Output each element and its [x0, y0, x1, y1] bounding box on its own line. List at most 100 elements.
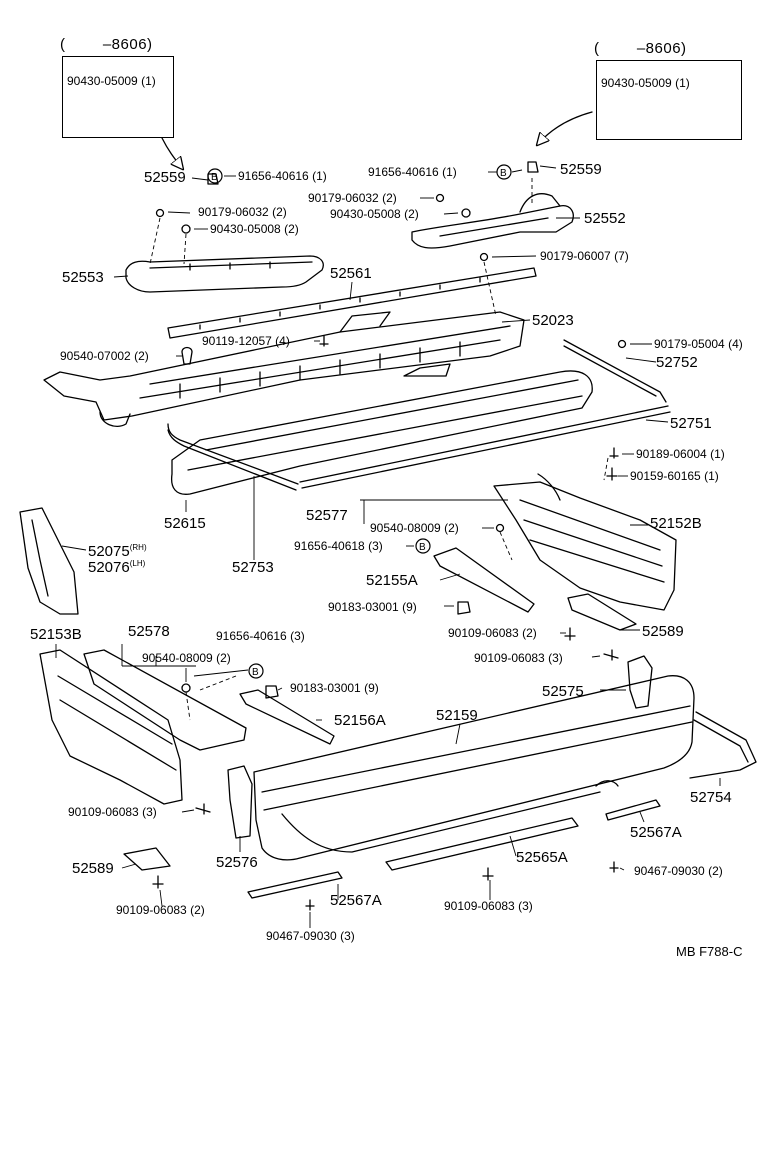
clip-icon-90183-b [265, 685, 279, 699]
label-52754: 52754 [690, 789, 732, 806]
label-90179-06032-right: 90179-06032 (2) [308, 191, 397, 205]
label-52575: 52575 [542, 683, 584, 700]
label-52567A-left: 52567A [330, 892, 382, 909]
label-52153B: 52153B [30, 626, 82, 643]
label-90183-03001-a: 90183-03001 (9) [328, 600, 417, 614]
label-90430-05008-left: 90430-05008 (2) [210, 222, 299, 236]
label-52076-side: (LH) [129, 559, 146, 568]
label-52577: 52577 [306, 507, 348, 524]
label-52752: 52752 [656, 354, 698, 371]
support-52575-drawing [627, 655, 653, 709]
retainer-52152B-drawing [493, 473, 677, 611]
label-90467-09030-left: 90467-09030 (3) [266, 929, 355, 943]
label-52589-right: 52589 [642, 623, 684, 640]
nut-icon-90179-left [155, 208, 165, 218]
svg-text:B: B [252, 667, 259, 678]
clip-icon-90183-a [457, 601, 471, 615]
reinforcement-52567A-left-drawing [247, 871, 343, 899]
strip-52751-drawing [299, 405, 671, 489]
label-90109-06083-e: 90109-06083 (3) [444, 899, 533, 913]
clip-icon-52559-right [527, 161, 539, 173]
label-52753: 52753 [232, 559, 274, 576]
label-90540-08009-a: 90540-08009 (2) [370, 521, 459, 535]
label-90159-60165: 90159-60165 (1) [630, 469, 719, 483]
nut-icon-90540-08009-a [495, 523, 505, 533]
label-52552: 52552 [584, 210, 626, 227]
label-52075-number: 52075 [88, 543, 130, 560]
inset-box-left: 90430-05009 (1) [62, 56, 174, 138]
retainer-52561-drawing [167, 267, 537, 339]
label-52589-left: 52589 [72, 860, 114, 877]
label-91656-40616-left: 91656-40616 (1) [238, 169, 327, 183]
svg-text:B: B [419, 542, 426, 553]
bracket-52576-drawing [227, 765, 253, 839]
bolt-icon-90159 [606, 467, 618, 481]
label-52075: 52075(RH) [88, 543, 147, 560]
b-icon-left: B [207, 168, 223, 184]
label-52155A: 52155A [366, 572, 418, 589]
label-52076: 52076(LH) [88, 559, 146, 576]
bracket-52075-drawing [19, 507, 79, 615]
nut-icon-90430-left [181, 224, 191, 234]
label-52023: 52023 [532, 312, 574, 329]
inset-box-right: 90430-05009 (1) [596, 60, 742, 140]
label-91656-40616-c: 91656-40616 (3) [216, 629, 305, 643]
screw-icon-90467-right [609, 861, 619, 873]
label-90179-06007: 90179-06007 (7) [540, 249, 629, 263]
extension-52578-drawing [83, 649, 247, 751]
inset-arrow-right [538, 111, 593, 144]
label-52159: 52159 [436, 707, 478, 724]
label-90109-06083-c: 90109-06083 (3) [68, 805, 157, 819]
label-90540-07002: 90540-07002 (2) [60, 349, 149, 363]
strip-52565A-drawing [385, 817, 579, 871]
figure-code: MB F788-C [676, 944, 743, 959]
bolt-icon-90189 [609, 447, 619, 459]
svg-text:B: B [211, 172, 218, 183]
b-icon-right: B [496, 164, 512, 180]
inset-part-right: 90430-05009 (1) [601, 76, 690, 90]
label-52751: 52751 [670, 415, 712, 432]
label-91656-40618: 91656-40618 (3) [294, 539, 383, 553]
nut-icon-90179-right [435, 193, 445, 203]
bolt-icon-90109-d [152, 875, 164, 889]
clip-icon-90540-07002 [181, 346, 193, 365]
moulding-52552-drawing [411, 193, 574, 249]
bolt-icon-90109-a [564, 627, 576, 641]
label-52156A: 52156A [334, 712, 386, 729]
inset-arrow-left [161, 137, 182, 168]
label-52559-left: 52559 [144, 169, 186, 186]
bracket-52156A-drawing [239, 689, 335, 745]
label-52567A-right: 52567A [630, 824, 682, 841]
label-90179-06032-left: 90179-06032 (2) [198, 205, 287, 219]
label-52152B: 52152B [650, 515, 702, 532]
label-52578: 52578 [128, 623, 170, 640]
screw-icon-90467-left [305, 899, 315, 911]
label-90119-12057: 90119-12057 (4) [202, 334, 290, 348]
label-90189-06004: 90189-06004 (1) [636, 447, 725, 461]
label-90109-06083-a: 90109-06083 (2) [448, 626, 537, 640]
b-icon-91656-40618: B [415, 538, 431, 554]
label-52553: 52553 [62, 269, 104, 286]
strip-52752-drawing [563, 339, 667, 403]
bracket-52155A-drawing [433, 547, 535, 613]
label-90183-03001-b: 90183-03001 (9) [290, 681, 379, 695]
label-52565A: 52565A [516, 849, 568, 866]
label-90109-06083-b: 90109-06083 (3) [474, 651, 563, 665]
nut-icon-90430-right [461, 208, 471, 218]
bumper-cover-52159-drawing [253, 675, 695, 861]
nut-icon-90540-08009-b [181, 683, 191, 693]
inset-date-right: ( –8606) [594, 40, 687, 57]
bracket-52589-left-drawing [123, 847, 171, 871]
svg-text:B: B [500, 168, 507, 179]
bolt-icon-90109-e [482, 867, 494, 881]
strip-52754-drawing [689, 711, 757, 779]
bolt-icon-90109-c [195, 803, 211, 815]
moulding-52553-drawing [125, 255, 324, 293]
label-52576: 52576 [216, 854, 258, 871]
label-52076-number: 52076 [88, 559, 130, 576]
inset-date-left: ( –8606) [60, 36, 153, 53]
inset-part-left: 90430-05009 (1) [67, 74, 156, 88]
label-90540-08009-b: 90540-08009 (2) [142, 651, 231, 665]
label-52559-right: 52559 [560, 161, 602, 178]
